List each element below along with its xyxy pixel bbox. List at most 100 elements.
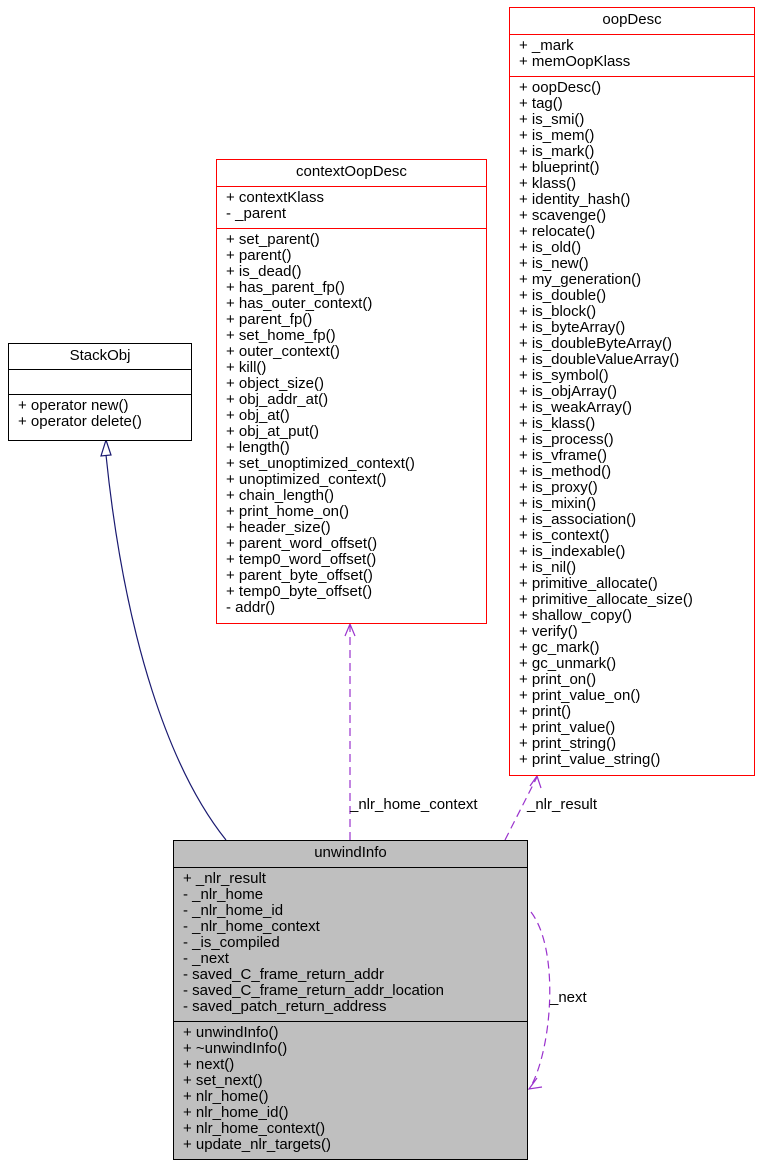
member: + has_parent_fp() <box>226 279 345 296</box>
member: + scavenge() <box>519 207 607 224</box>
member: - saved_patch_return_address <box>183 998 387 1015</box>
member: + unoptimized_context() <box>226 471 387 488</box>
methods: + unwindInfo()+ ~unwindInfo()+ next()+ s… <box>174 1021 527 1153</box>
member: + print_home_on() <box>226 503 349 520</box>
member: + obj_addr_at() <box>226 391 329 408</box>
class-stackobj[interactable]: StackObj + operator new()+ operator dele… <box>8 343 192 441</box>
member: + is_doubleByteArray() <box>519 335 672 352</box>
member: + print_string() <box>519 735 617 752</box>
member: + identity_hash() <box>519 191 631 208</box>
member: + primitive_allocate() <box>519 575 658 592</box>
usage-arrowhead-oop <box>529 774 542 789</box>
member: + oopDesc() <box>519 79 602 96</box>
member: + is_weakArray() <box>519 399 632 416</box>
member: - _nlr_home_context <box>183 918 320 935</box>
member: + nlr_home_context() <box>183 1120 326 1137</box>
member: + klass() <box>519 175 577 192</box>
member: + parent_byte_offset() <box>226 567 373 584</box>
member: - saved_C_frame_return_addr <box>183 966 384 983</box>
member: + obj_at() <box>226 407 290 424</box>
class-oopdesc[interactable]: oopDesc + _mark+ memOopKlass + oopDesc()… <box>509 7 755 776</box>
inheritance-edge-stackobj <box>105 454 227 841</box>
member: + parent_word_offset() <box>226 535 378 552</box>
member: + contextKlass <box>226 189 324 206</box>
usage-arrowhead-self <box>527 1077 543 1090</box>
member: + is_mem() <box>519 127 595 144</box>
member: + is_method() <box>519 463 612 480</box>
attributes: + contextKlass- _parent <box>217 186 486 228</box>
member: - _parent <box>226 205 287 222</box>
member: + tag() <box>519 95 563 112</box>
member: + nlr_home() <box>183 1088 269 1105</box>
member: + parent_fp() <box>226 311 313 328</box>
member: + is_smi() <box>519 111 585 128</box>
member: + length() <box>226 439 290 456</box>
member: + kill() <box>226 359 267 376</box>
methods: + oopDesc()+ tag()+ is_smi()+ is_mem()+ … <box>510 76 754 768</box>
member: + outer_context() <box>226 343 340 360</box>
member: + is_context() <box>519 527 610 544</box>
member: + is_process() <box>519 431 614 448</box>
inheritance-arrowhead <box>100 438 112 457</box>
class-title: StackObj <box>69 347 131 364</box>
member: - _is_compiled <box>183 934 280 951</box>
member: + gc_mark() <box>519 639 600 656</box>
member: + is_mixin() <box>519 495 597 512</box>
edge-label-nlr-home-context: _nlr_home_context <box>350 796 478 813</box>
member: + next() <box>183 1056 235 1073</box>
member: + shallow_copy() <box>519 607 632 624</box>
member: + verify() <box>519 623 578 640</box>
member: + is_vframe() <box>519 447 607 464</box>
member: + is_new() <box>519 255 589 272</box>
member: - addr() <box>226 599 276 616</box>
member: + operator new() <box>18 397 129 414</box>
member: + obj_at_put() <box>226 423 319 440</box>
class-unwindinfo[interactable]: unwindInfo + _nlr_result- _nlr_home- _nl… <box>173 840 528 1160</box>
member: + operator delete() <box>18 413 142 430</box>
member: + print_value() <box>519 719 616 736</box>
class-contextoopdesc[interactable]: contextOopDesc + contextKlass- _parent +… <box>216 159 487 624</box>
member: + print_value_string() <box>519 751 661 768</box>
attributes: + _nlr_result- _nlr_home- _nlr_home_id- … <box>174 867 527 1021</box>
member: + is_dead() <box>226 263 302 280</box>
member: + is_doubleValueArray() <box>519 351 680 368</box>
member: + is_proxy() <box>519 479 598 496</box>
member: + print() <box>519 703 572 720</box>
member: + is_mark() <box>519 143 595 160</box>
member: + is_old() <box>519 239 582 256</box>
member: + chain_length() <box>226 487 334 504</box>
usage-arrowhead-context <box>344 622 356 637</box>
member: + temp0_word_offset() <box>226 551 377 568</box>
member: + is_double() <box>519 287 607 304</box>
member: + my_generation() <box>519 271 642 288</box>
member: + has_outer_context() <box>226 295 373 312</box>
member: + set_parent() <box>226 231 320 248</box>
member: + is_indexable() <box>519 543 626 560</box>
usage-edge-next-self <box>529 911 551 1089</box>
member: + print_value_on() <box>519 687 641 704</box>
class-title: oopDesc <box>602 11 662 28</box>
member: + ~unwindInfo() <box>183 1040 288 1057</box>
member: + set_home_fp() <box>226 327 336 344</box>
member: + is_block() <box>519 303 597 320</box>
member: + _nlr_result <box>183 870 266 887</box>
member: + set_unoptimized_context() <box>226 455 415 472</box>
member: + nlr_home_id() <box>183 1104 289 1121</box>
member: + is_nil() <box>519 559 577 576</box>
member: + object_size() <box>226 375 324 392</box>
member: + is_objArray() <box>519 383 617 400</box>
member: + print_on() <box>519 671 597 688</box>
member: + update_nlr_targets() <box>183 1136 332 1153</box>
member: + is_byteArray() <box>519 319 626 336</box>
methods: + set_parent()+ parent()+ is_dead()+ has… <box>217 228 486 616</box>
member: - _nlr_home_id <box>183 902 284 919</box>
member: + blueprint() <box>519 159 600 176</box>
member: + unwindInfo() <box>183 1024 279 1041</box>
member: + _mark <box>519 37 574 54</box>
member: - _next <box>183 950 229 967</box>
edge-label-next: _next <box>550 989 587 1006</box>
class-title: unwindInfo <box>314 844 387 861</box>
member: + is_association() <box>519 511 637 528</box>
